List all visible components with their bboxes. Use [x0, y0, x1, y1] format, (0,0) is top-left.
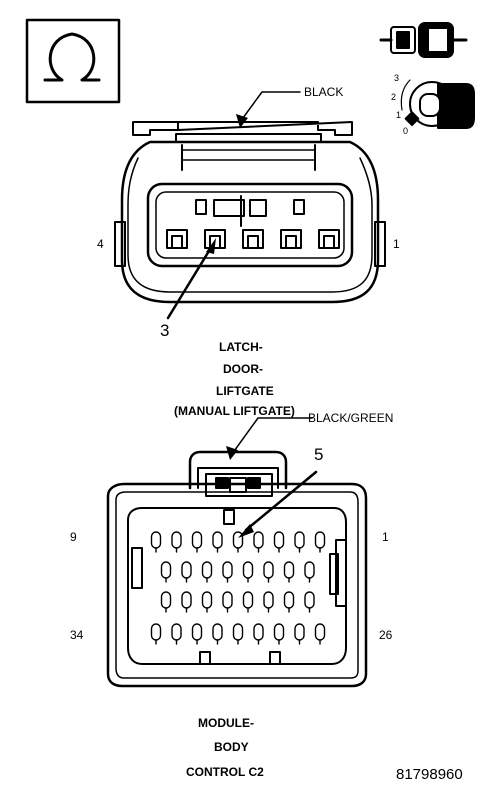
terminal-cavity — [150, 623, 162, 641]
terminal-cavity — [201, 591, 213, 609]
top-connector — [114, 91, 386, 320]
terminal-cavity — [181, 591, 192, 609]
bottom-pin-bottom-right: 26 — [379, 628, 393, 642]
terminal-cavity — [232, 623, 244, 641]
terminal-cavity — [160, 561, 172, 579]
terminal-cavity — [222, 591, 233, 609]
bottom-name-line-2: BODY — [214, 740, 249, 754]
figure-id: 81798960 — [396, 766, 463, 783]
top-name-line-4: (MANUAL LIFTGATE) — [174, 404, 295, 418]
terminal-cavity — [150, 531, 162, 549]
top-pin-left: 4 — [97, 237, 104, 251]
top-color-label: BLACK — [304, 85, 344, 99]
terminal-cavity — [171, 623, 182, 641]
terminal-cavity — [263, 561, 274, 579]
bottom-name-line-3: CONTROL C2 — [186, 765, 264, 779]
bottom-pin-bottom-left: 34 — [70, 628, 84, 642]
bottom-connector — [106, 417, 368, 688]
terminal-cavity — [181, 561, 192, 579]
terminal-cavity — [191, 623, 203, 641]
terminal-cavity — [242, 561, 254, 579]
terminal-cavity — [283, 591, 295, 609]
bottom-color-label: BLACK/GREEN — [308, 411, 394, 425]
top-name-line-1: LATCH- — [219, 340, 263, 354]
bottom-pin-top-right: 1 — [382, 530, 389, 544]
ohm-icon — [25, 18, 121, 104]
ignition-position-2: 2 — [391, 92, 397, 102]
connector-icon — [379, 22, 468, 58]
top-name-line-3: LIFTGATE — [216, 384, 274, 398]
ignition-key-icon — [400, 79, 475, 129]
ignition-position-3: 3 — [394, 73, 400, 83]
terminal-cavity — [263, 591, 274, 609]
terminal-cavity — [201, 561, 213, 579]
top-pin-right: 1 — [393, 237, 400, 251]
terminal-cavity — [253, 623, 264, 641]
terminal-cavity — [283, 561, 295, 579]
terminal-cavity — [191, 531, 203, 549]
terminal-cavity — [294, 623, 305, 641]
terminal-cavity — [171, 531, 182, 549]
terminal-cavity — [304, 561, 315, 579]
terminal-cavity — [304, 591, 315, 609]
terminal-cavity — [314, 623, 326, 641]
terminal-cavity — [273, 531, 285, 549]
bottom-name-line-1: MODULE- — [198, 716, 254, 730]
terminal-cavity — [212, 531, 223, 549]
ignition-position-1: 1 — [396, 110, 402, 120]
terminal-cavity — [212, 623, 223, 641]
top-name-line-2: DOOR- — [223, 362, 263, 376]
key-label: 0 — [440, 93, 453, 118]
bottom-callout-number: 5 — [314, 445, 324, 464]
terminal-cavity — [294, 531, 305, 549]
terminal-cavity — [242, 591, 254, 609]
ignition-position-0: 0 — [403, 126, 409, 136]
top-callout-number: 3 — [160, 321, 170, 340]
terminal-cavity — [253, 531, 264, 549]
terminal-cavity — [160, 591, 172, 609]
terminal-cavity — [314, 531, 326, 549]
terminal-cavity — [222, 561, 233, 579]
bottom-pin-top-left: 9 — [70, 530, 77, 544]
terminal-cavity — [273, 623, 285, 641]
